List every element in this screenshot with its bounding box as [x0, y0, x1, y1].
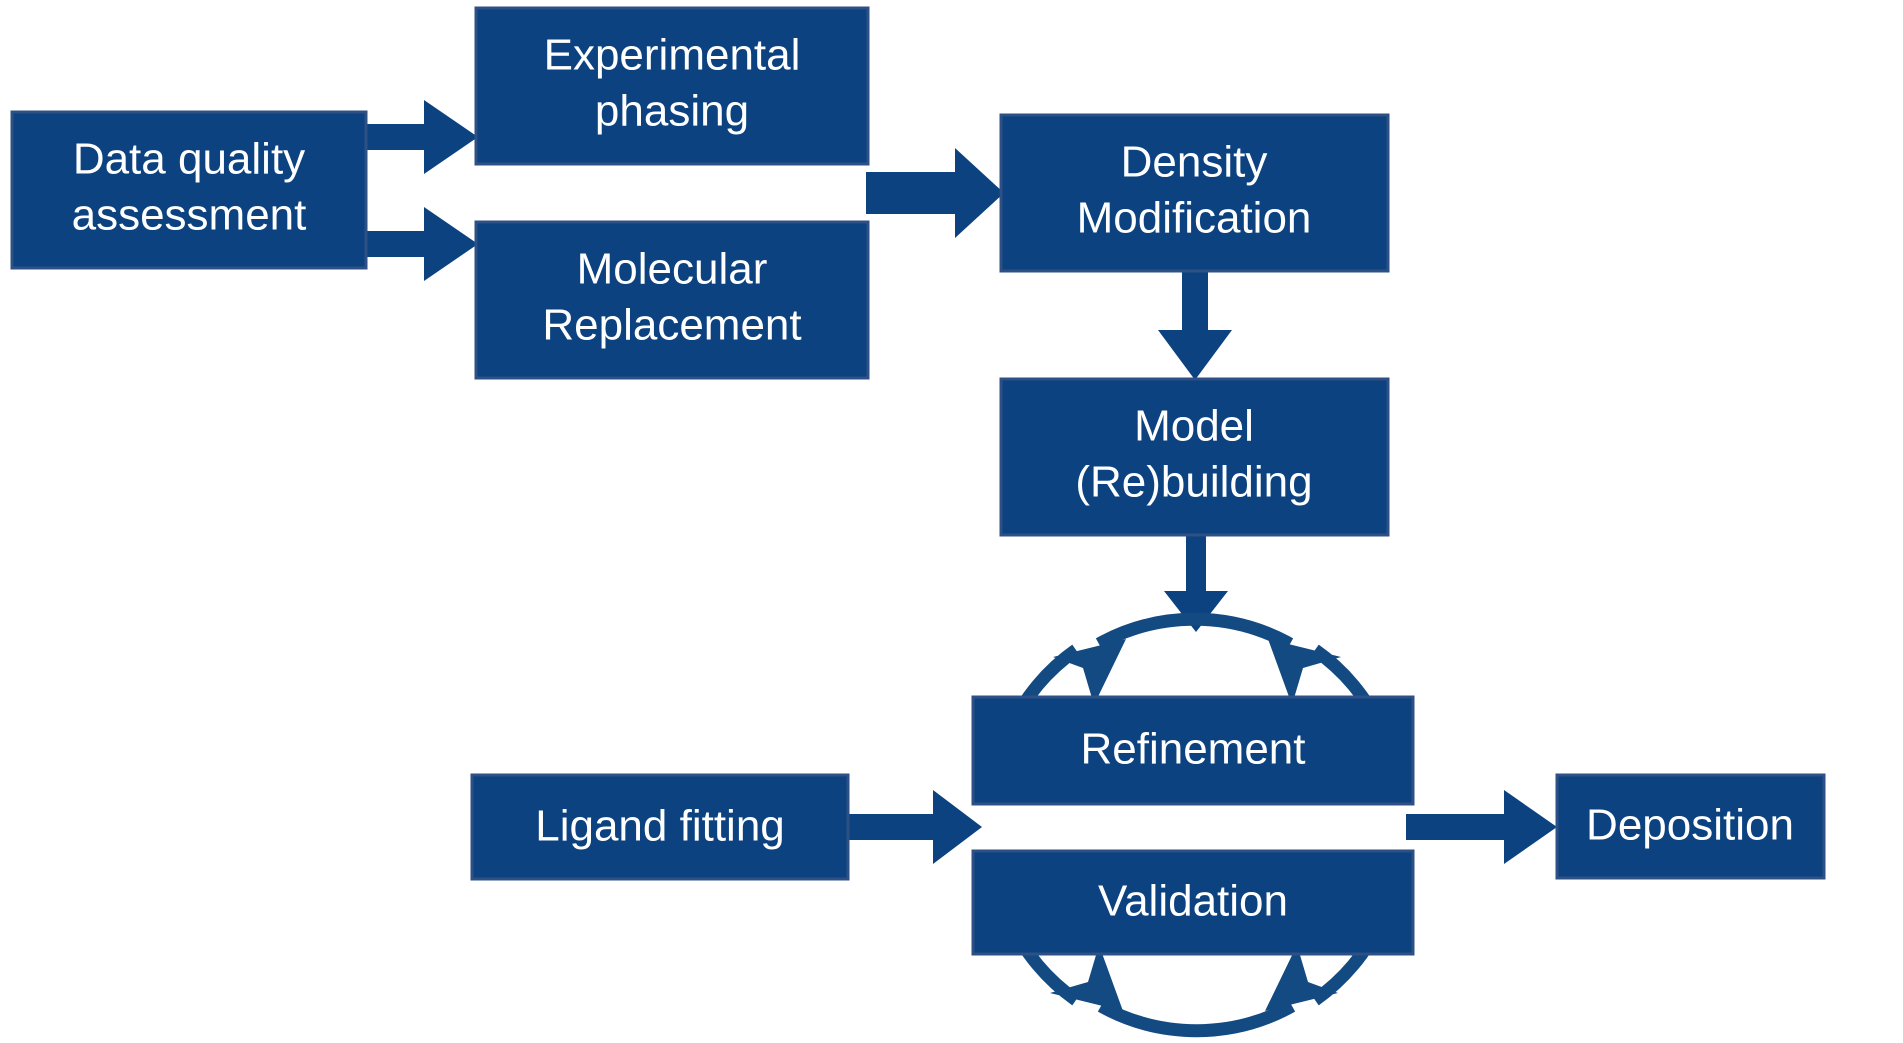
node-model-rebuilding-box[interactable] — [999, 377, 1390, 537]
node-validation-label: Validation — [1098, 877, 1288, 926]
node-density-modification-label-line2: Modification — [1077, 194, 1312, 243]
node-deposition[interactable]: Deposition — [1555, 773, 1826, 880]
node-model-rebuilding-label-line2: (Re)building — [1075, 458, 1312, 507]
node-model-rebuilding[interactable]: Model (Re)building — [999, 377, 1390, 537]
node-density-modification-box[interactable] — [999, 113, 1390, 273]
arrow-model-rebuilding-to-cycle — [1164, 535, 1228, 632]
node-molecular-replacement-label-line2: Replacement — [542, 301, 801, 350]
node-density-modification[interactable]: Density Modification — [999, 113, 1390, 273]
arrow-cycle-to-deposition — [1406, 790, 1557, 864]
node-data-quality-assessment-label-line1: Data quality — [73, 135, 305, 184]
node-experimental-phasing-box[interactable] — [474, 6, 870, 166]
node-molecular-replacement-box[interactable] — [474, 220, 870, 380]
node-experimental-phasing[interactable]: Experimental phasing — [474, 6, 870, 166]
arrow-data-quality-to-molecular-replacement — [362, 207, 478, 281]
node-refinement-box[interactable] — [971, 695, 1415, 806]
node-molecular-replacement-label-line1: Molecular — [577, 245, 768, 294]
node-ligand-fitting[interactable]: Ligand fitting — [470, 773, 850, 881]
node-model-rebuilding-label-line1: Model — [1134, 402, 1254, 451]
node-data-quality-assessment[interactable]: Data quality assessment — [10, 110, 368, 270]
node-density-modification-label-line1: Density — [1121, 138, 1268, 187]
node-molecular-replacement[interactable]: Molecular Replacement — [474, 220, 870, 380]
arrow-data-quality-to-experimental-phasing — [362, 100, 478, 174]
node-refinement[interactable]: Refinement — [971, 695, 1415, 806]
node-deposition-label: Deposition — [1586, 801, 1794, 850]
arrow-ligand-fitting-to-cycle — [848, 790, 982, 864]
cycle-arrows — [1004, 612, 1387, 1038]
node-validation[interactable]: Validation — [971, 849, 1415, 956]
node-refinement-label: Refinement — [1080, 725, 1305, 774]
node-ligand-fitting-label: Ligand fitting — [535, 802, 785, 851]
node-data-quality-assessment-box[interactable] — [10, 110, 368, 270]
node-validation-box[interactable] — [971, 849, 1415, 956]
arrow-phasing-to-density-modification — [866, 148, 1004, 238]
node-deposition-box[interactable] — [1555, 773, 1826, 880]
node-ligand-fitting-box[interactable] — [470, 773, 850, 881]
arrow-density-modification-to-model-rebuilding — [1158, 271, 1232, 380]
node-experimental-phasing-label-line2: phasing — [595, 87, 749, 136]
node-data-quality-assessment-label-line2: assessment — [72, 191, 307, 240]
node-experimental-phasing-label-line1: Experimental — [544, 31, 801, 80]
